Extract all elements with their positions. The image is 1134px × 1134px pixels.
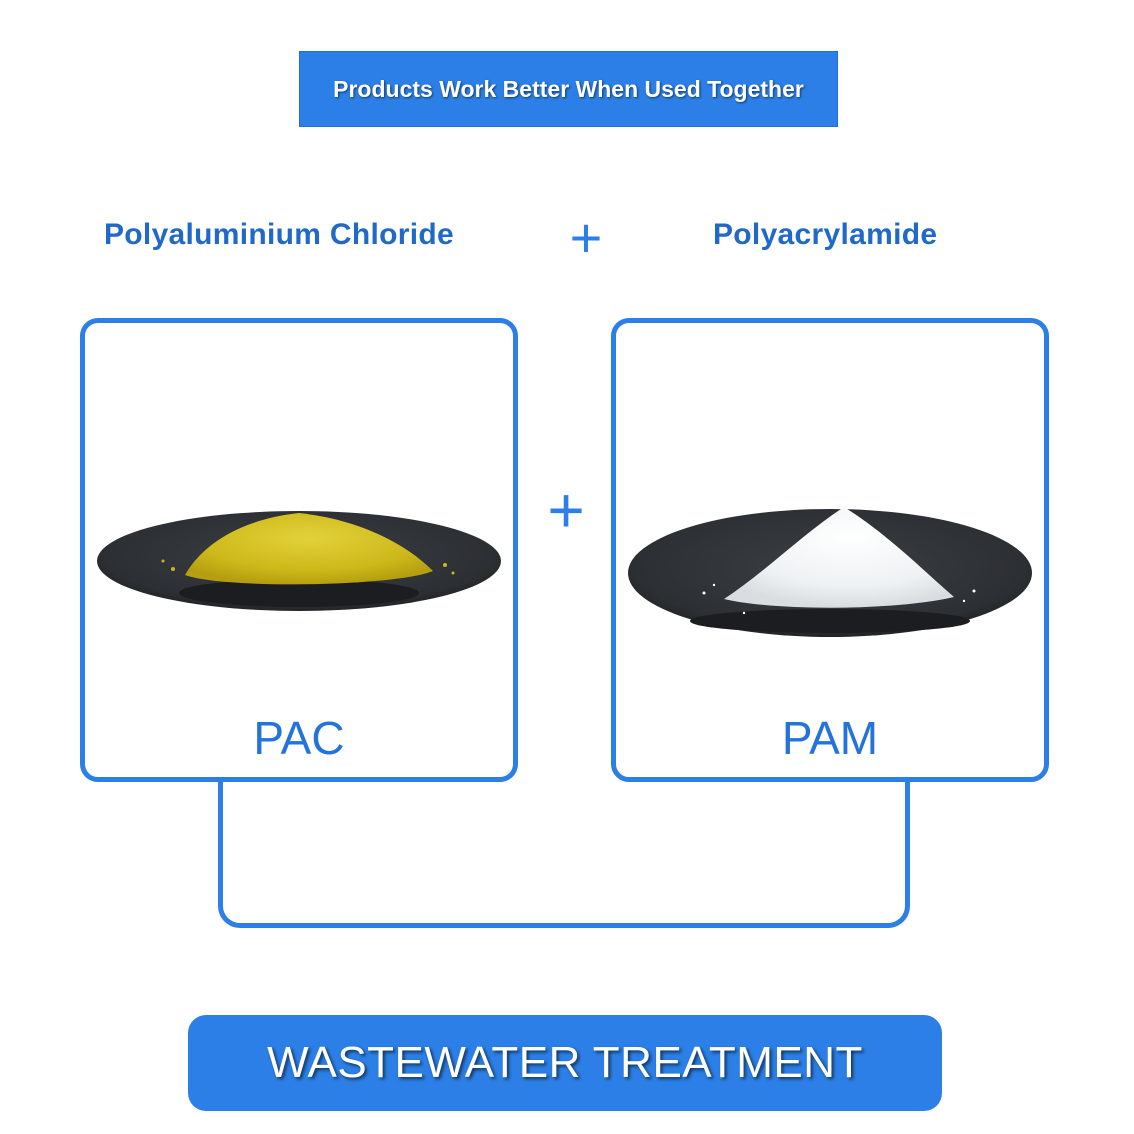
pam-powder-image	[628, 507, 1032, 637]
banner-text: Products Work Better When Used Together	[333, 75, 804, 102]
title-banner: Products Work Better When Used Together	[299, 51, 838, 127]
pac-powder-image	[97, 511, 501, 611]
plus-icon-top: +	[569, 206, 603, 269]
card-label-pac: PAC	[253, 712, 345, 764]
plus-icon-middle: +	[547, 474, 585, 546]
card-label-pam: PAM	[781, 712, 879, 764]
product-name-left: Polyaluminium Chloride	[104, 218, 454, 251]
product-card-pam: PAM	[611, 318, 1049, 782]
footer-text: WASTEWATER TREATMENT	[267, 1038, 863, 1087]
product-name-right: Polyacrylamide	[713, 218, 938, 251]
footer-banner: WASTEWATER TREATMENT	[188, 1015, 942, 1111]
product-card-pac: PAC	[80, 318, 518, 782]
connector-bracket	[218, 778, 910, 928]
